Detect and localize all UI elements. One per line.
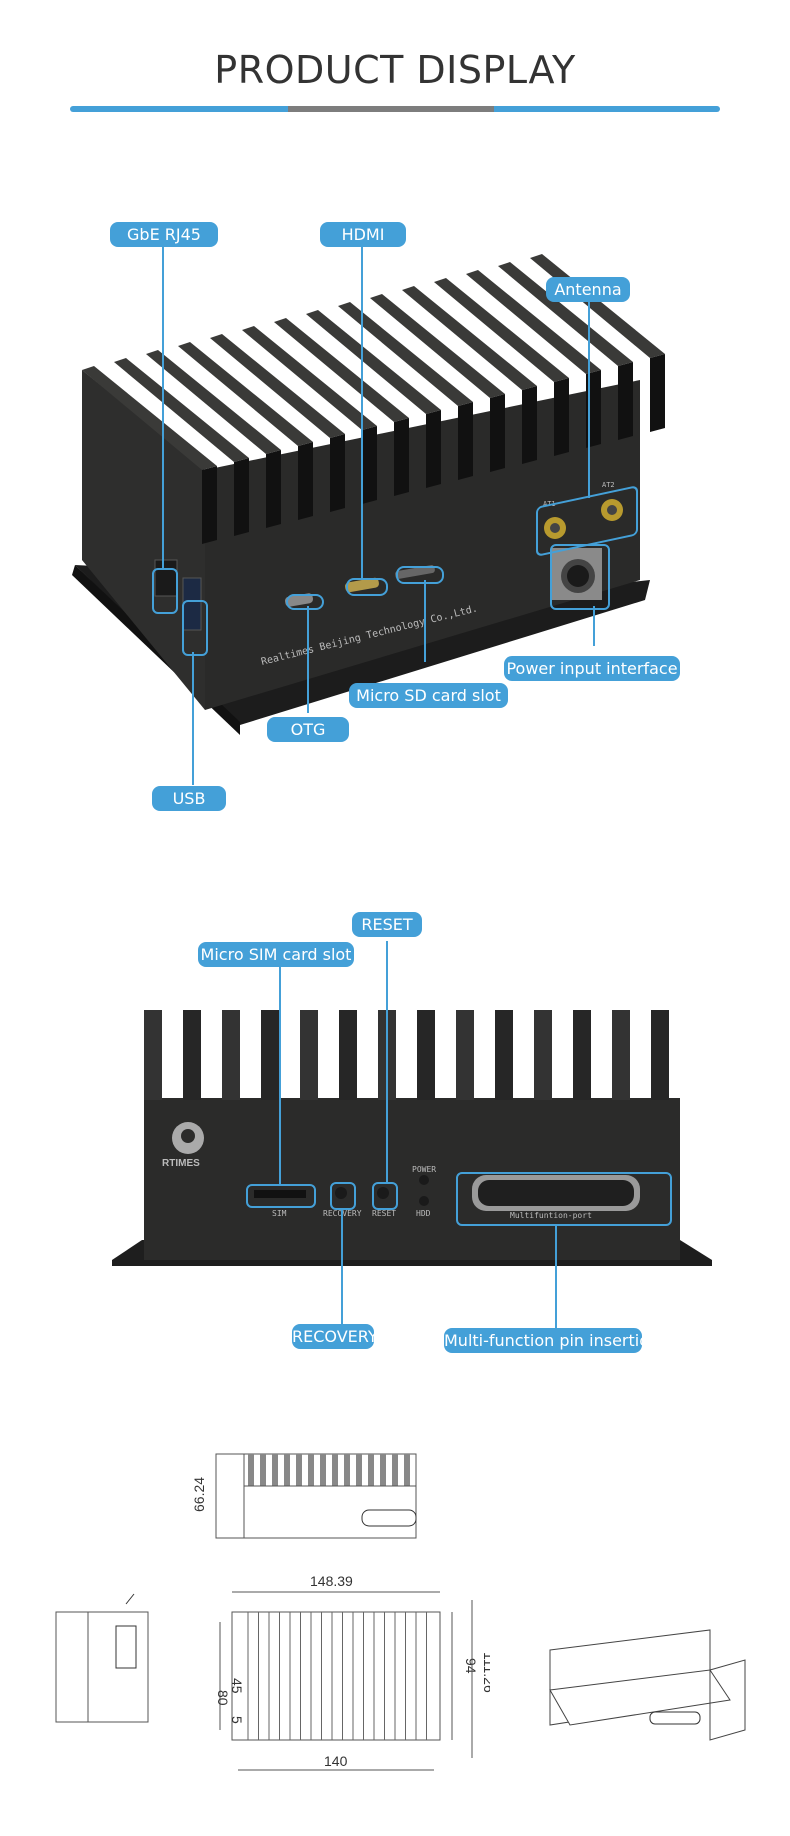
label-multi-function: Multi-function pin insertion [444, 1328, 659, 1353]
dim-width-mount: 140 [324, 1753, 348, 1769]
otg-highlight [286, 594, 324, 610]
svg-text:POWER: POWER [412, 1165, 436, 1174]
power-highlight [550, 544, 610, 610]
recovery-highlight [330, 1182, 356, 1210]
title-divider [70, 106, 720, 112]
dim-depth-mount: 80 [215, 1690, 231, 1706]
dim-depth-body: 94 [463, 1658, 479, 1674]
label-reset: RESET [352, 912, 422, 937]
dim-slot-offset: 5 [229, 1716, 245, 1724]
drawing-iso-view [549, 1629, 746, 1741]
label-otg: OTG [267, 717, 349, 742]
svg-text:Multifuntion-port: Multifuntion-port [510, 1211, 592, 1220]
drawing-front-view: 66.24 [191, 1453, 417, 1539]
dim-width-overall: 148.39 [310, 1573, 353, 1589]
svg-text:SIM: SIM [272, 1209, 287, 1218]
label-recovery: RECOVERY [292, 1324, 378, 1349]
label-antenna: Antenna [546, 277, 630, 302]
usb-highlight [182, 600, 208, 656]
svg-text:RESET: RESET [372, 1209, 396, 1218]
label-microsd: Micro SD card slot [349, 683, 508, 708]
hdmi-highlight [346, 578, 388, 596]
label-usb: USB [152, 786, 226, 811]
microsd-highlight [396, 566, 444, 584]
sim-highlight [246, 1184, 316, 1208]
drawing-side-view [55, 1593, 149, 1723]
device-front-image: RTIMES SIM RECOVERY RESET POWER HDD Mult… [112, 1010, 712, 1266]
dim-depth-overall: 111.26 [481, 1652, 490, 1693]
rj45-highlight [152, 568, 178, 614]
device-iso-image: Realtimes Beijing Technology Co.,Ltd. AT… [72, 254, 665, 735]
dim-slot-spacing: 45 [229, 1678, 245, 1694]
dim-height: 66.24 [191, 1477, 207, 1512]
drawing-top-view: 148.39 140 80 45 5 94 111.26 [215, 1573, 490, 1771]
label-hdmi: HDMI [320, 222, 406, 247]
label-power-input: Power input interface [504, 656, 680, 681]
label-micro-sim: Micro SIM card slot [198, 942, 354, 967]
svg-text:AT2: AT2 [602, 481, 615, 489]
page-title: PRODUCT DISPLAY [214, 48, 576, 92]
svg-text:HDD: HDD [416, 1209, 431, 1218]
label-gbe-rj45: GbE RJ45 [110, 222, 218, 247]
multiport-highlight [456, 1172, 672, 1226]
svg-text:AT1: AT1 [543, 500, 556, 508]
brand-print: RTIMES [162, 1158, 200, 1169]
reset-highlight [372, 1182, 398, 1210]
